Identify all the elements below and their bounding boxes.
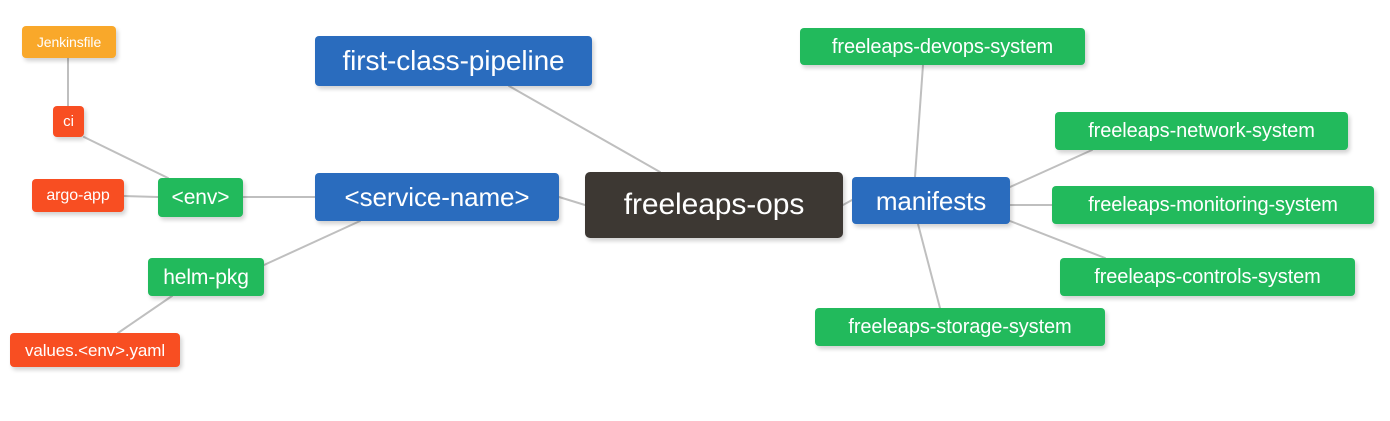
edge-env-to-argo-app — [123, 195, 159, 198]
node-ci[interactable]: ci — [53, 106, 84, 137]
node-argo-app[interactable]: argo-app — [32, 179, 124, 212]
node-freeleaps-controls-system[interactable]: freeleaps-controls-system — [1060, 258, 1355, 296]
edge-manifests-to-freeleaps-network-system — [1009, 149, 1093, 188]
node-jenkinsfile[interactable]: Jenkinsfile — [22, 26, 116, 58]
node-freeleaps-ops[interactable]: freeleaps-ops — [585, 172, 843, 238]
node-service-name[interactable]: <service-name> — [315, 173, 559, 221]
edge-service-name-to-helm-pkg — [263, 220, 361, 266]
edge-helm-pkg-to-values-env-yaml — [117, 295, 173, 334]
node-freeleaps-network-system[interactable]: freeleaps-network-system — [1055, 112, 1348, 150]
node-first-class-pipeline[interactable]: first-class-pipeline — [315, 36, 592, 86]
edge-freeleaps-ops-to-manifests — [842, 199, 853, 206]
node-env[interactable]: <env> — [158, 178, 243, 217]
node-manifests[interactable]: manifests — [852, 177, 1010, 224]
node-helm-pkg[interactable]: helm-pkg — [148, 258, 264, 296]
edge-manifests-to-freeleaps-devops-system — [914, 64, 924, 178]
node-freeleaps-monitoring-system[interactable]: freeleaps-monitoring-system — [1052, 186, 1374, 224]
edge-freeleaps-ops-to-service-name — [558, 196, 586, 206]
edge-env-to-ci — [83, 136, 169, 179]
node-values-env-yaml[interactable]: values.<env>.yaml — [10, 333, 180, 367]
edge-manifests-to-freeleaps-storage-system — [917, 223, 941, 309]
node-freeleaps-storage-system[interactable]: freeleaps-storage-system — [815, 308, 1105, 346]
edge-freeleaps-ops-to-first-class-pipeline — [508, 85, 661, 173]
edge-manifests-to-freeleaps-controls-system — [1009, 220, 1106, 259]
node-freeleaps-devops-system[interactable]: freeleaps-devops-system — [800, 28, 1085, 65]
